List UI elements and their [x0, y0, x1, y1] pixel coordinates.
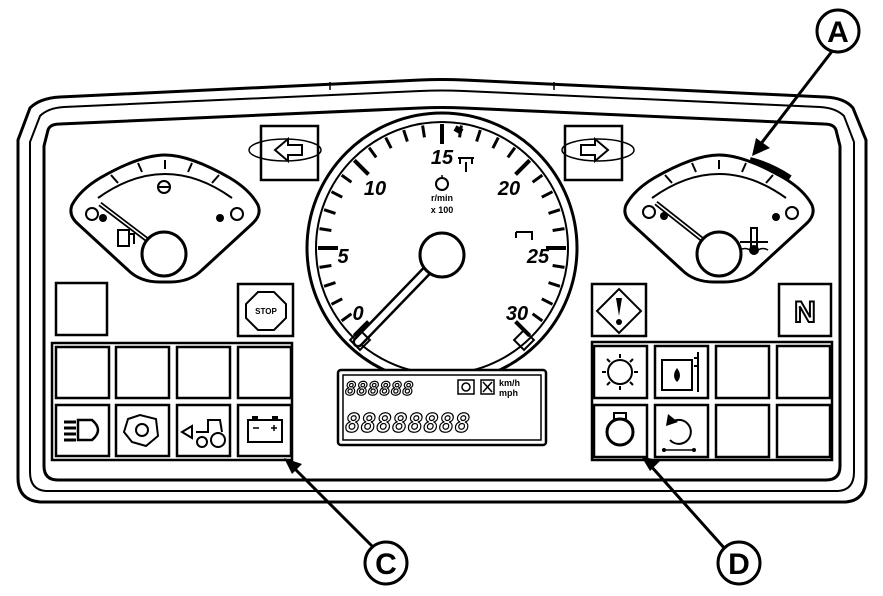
tach-tick — [330, 190, 343, 199]
right-blank-lamp-2 — [775, 344, 832, 400]
tach-label-20: 20 — [497, 178, 520, 200]
fuel-pump-icon — [117, 229, 135, 247]
glow-plug-icon — [602, 354, 638, 390]
tach-tick — [323, 208, 336, 215]
tach-tick — [367, 146, 378, 159]
engine-warning-indicator — [114, 403, 171, 458]
tach-tick — [323, 281, 336, 288]
left-blank-lamp-2 — [54, 345, 111, 400]
tach-redline-marker — [453, 125, 464, 135]
tach-tick — [421, 125, 426, 138]
hydraulic-oil-icon — [662, 414, 696, 452]
stop-indicator: STOP — [236, 282, 295, 338]
callout-a-label: A — [827, 16, 849, 49]
tach-tick — [319, 264, 332, 269]
glow-plug-indicator — [592, 344, 649, 400]
tach-label-30: 30 — [506, 303, 528, 325]
right-turn-arrow-icon — [561, 124, 635, 182]
coolant-level-icon — [661, 352, 699, 392]
right-blank-lamp-3 — [714, 403, 771, 459]
lcd-bottom-segments: 88888888 — [345, 409, 470, 439]
tach-tick — [475, 129, 482, 142]
tach-unit-top: r/min — [431, 193, 453, 203]
tach-label-10: 10 — [364, 178, 386, 200]
tach-tick — [552, 264, 565, 269]
tach-tick — [340, 312, 353, 323]
neutral-letter: N — [794, 296, 816, 329]
neutral-indicator: N — [777, 282, 833, 338]
coolant-temperature-gauge — [623, 153, 815, 284]
oil-pressure-indicator — [592, 403, 649, 459]
tach-tick — [531, 312, 544, 323]
trailer-brake-icon — [180, 419, 226, 448]
tach-tick — [548, 281, 561, 288]
tach-tick — [506, 146, 517, 159]
right-blank-lamp-4 — [775, 403, 832, 459]
tach-tick — [384, 136, 393, 149]
panel-housing — [16, 78, 868, 504]
high-beam-indicator — [54, 403, 111, 458]
tach-label-0: 0 — [352, 303, 363, 325]
hydraulic-indicator — [653, 403, 710, 459]
oil-pressure-icon — [605, 412, 635, 447]
lcd-unit-top: km/h — [499, 378, 520, 388]
callout-d-label: D — [728, 548, 750, 581]
coolant-temperature-icon — [739, 227, 769, 255]
fuel-gauge — [69, 153, 261, 284]
tach-tick — [531, 173, 544, 184]
battery-indicator — [236, 403, 293, 458]
tach-tick — [340, 173, 353, 184]
engine-rpm-icon — [435, 175, 449, 191]
lcd-display: 888888 km/h mph 88888888 — [336, 368, 548, 447]
hourmeter-icon — [515, 231, 533, 240]
lcd-cross-icon — [480, 379, 495, 395]
right-blank-lamp-1 — [714, 344, 771, 400]
tach-tick — [541, 297, 554, 306]
wrench-service-icon — [458, 157, 474, 172]
tach-tick — [491, 136, 500, 149]
tach-tick — [402, 129, 409, 142]
tach-unit-bottom: x 100 — [431, 205, 454, 215]
callout-a: A — [752, 8, 861, 156]
stop-badge-text: STOP — [255, 307, 277, 316]
left-blank-lamp-4 — [175, 345, 232, 400]
warning-diamond-icon — [595, 287, 643, 335]
high-beam-icon — [64, 418, 100, 442]
callout-c-label: C — [375, 548, 397, 581]
tach-tick — [552, 227, 565, 232]
callout-c: C — [284, 458, 409, 586]
tach-tick — [330, 297, 343, 306]
right-indicator-cluster: N — [590, 282, 834, 462]
trailer-indicator — [175, 403, 232, 458]
left-blank-lamp-5 — [236, 345, 293, 400]
tach-tick — [548, 208, 561, 215]
lcd-unit-bottom: mph — [499, 388, 518, 398]
left-indicator-cluster: STOP — [50, 281, 295, 462]
lcd-clock-icon — [457, 379, 475, 395]
left-blank-lamp-1 — [54, 281, 109, 337]
tach-label-25: 25 — [526, 246, 550, 268]
stop-sign-icon — [245, 291, 287, 331]
tach-label-15: 15 — [431, 147, 454, 169]
left-blank-lamp-3 — [114, 345, 171, 400]
tach-tick — [352, 158, 370, 176]
lcd-top-segments: 888888 — [345, 378, 414, 400]
tach-label-5: 5 — [337, 246, 349, 268]
battery-charge-icon — [247, 416, 283, 443]
coolant-level-indicator — [653, 344, 710, 400]
tachometer: 0 5 10 15 20 25 30 r/min x 100 — [305, 111, 579, 385]
tach-tick — [319, 227, 332, 232]
tach-tick — [514, 158, 532, 176]
engine-icon — [122, 413, 160, 448]
warning-indicator — [590, 282, 648, 338]
tach-tick — [541, 190, 554, 199]
left-turn-arrow-icon — [248, 124, 322, 182]
callout-d: D — [641, 456, 762, 586]
